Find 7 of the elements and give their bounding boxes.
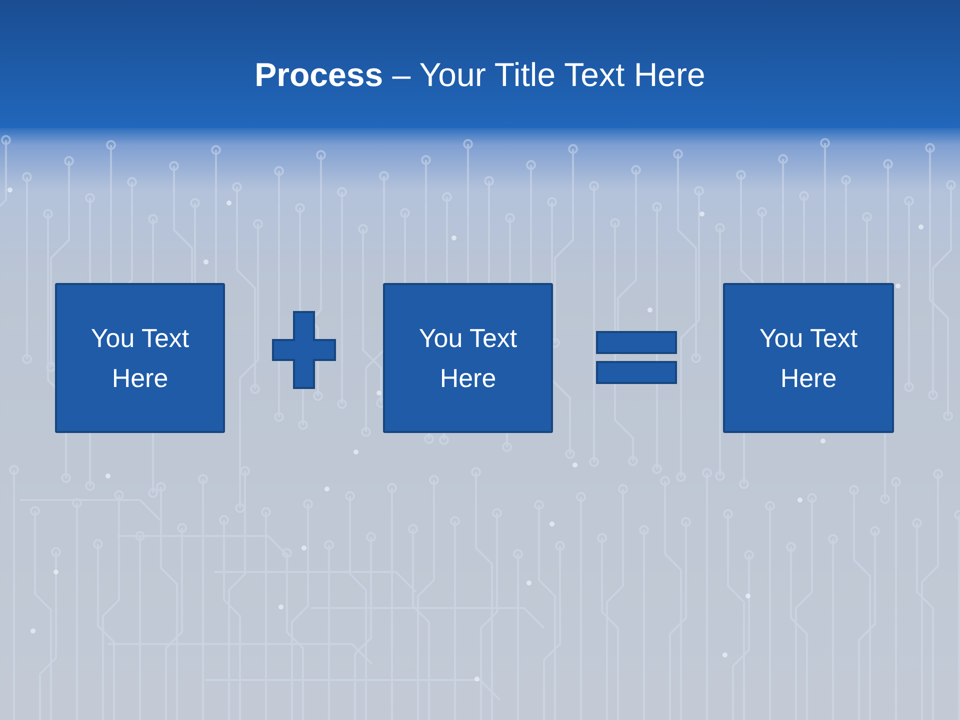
box-text: You Text Here xyxy=(758,322,859,395)
process-box xyxy=(723,283,894,433)
box-text: You Text Here xyxy=(90,322,190,395)
process-box xyxy=(383,283,553,433)
box-text: You Text Here xyxy=(418,322,518,395)
slide-title: Process – Your Title Text Here xyxy=(254,55,706,95)
process-box xyxy=(55,283,225,433)
